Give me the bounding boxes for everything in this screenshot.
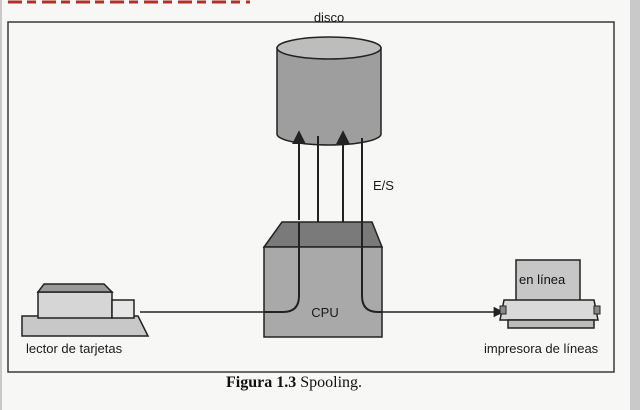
figure-number: Figura 1.3 (226, 374, 297, 391)
figure-title: Spooling. (300, 374, 363, 391)
figure-caption: Figura 1.3 Spooling. (226, 374, 362, 392)
cpu-label: CPU (311, 305, 339, 320)
disk-icon (276, 36, 382, 146)
figure-frame (7, 21, 615, 373)
card-reader-icon (21, 283, 150, 337)
line-printer-label: impresora de líneas (484, 341, 599, 356)
cpu-block (262, 221, 384, 338)
line-printer-icon (499, 259, 601, 329)
io-label: E/S (373, 178, 394, 193)
disk-label: disco (313, 10, 345, 25)
printer-status-label: en línea (519, 272, 566, 287)
card-reader-label: lector de tarjetas (26, 341, 123, 356)
